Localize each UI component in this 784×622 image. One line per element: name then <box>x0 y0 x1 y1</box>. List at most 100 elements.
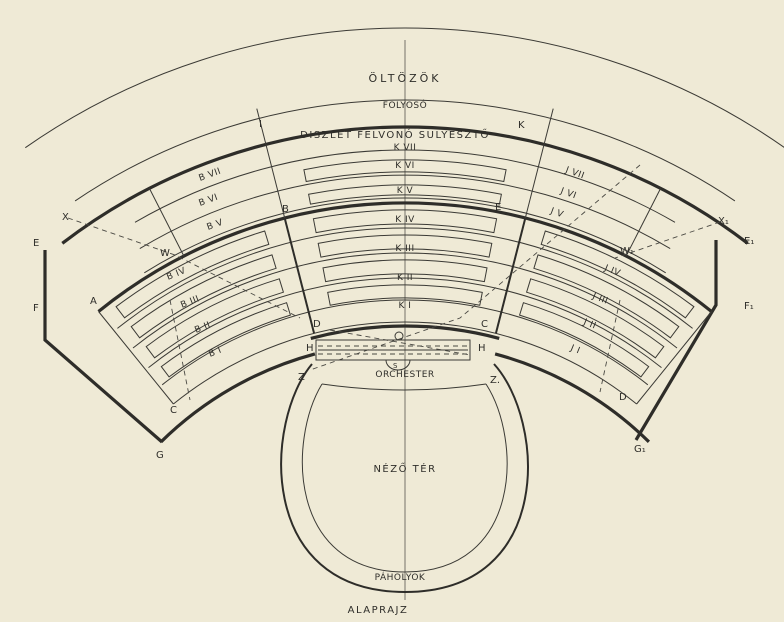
stage-box <box>322 259 488 283</box>
prompter-box <box>385 359 411 371</box>
point-label: I <box>259 119 262 130</box>
point-label: W <box>160 248 170 259</box>
side-box <box>145 278 285 359</box>
outer-wall-right <box>634 240 718 441</box>
proscenium-arc <box>310 324 500 340</box>
point-label: A <box>90 296 97 307</box>
prompter-circle <box>394 331 404 341</box>
row-label: K I <box>399 301 412 311</box>
row-label: J II <box>581 317 598 331</box>
plan-geometry <box>25 27 784 600</box>
point-label: Z. <box>490 375 500 386</box>
point-label: G₁ <box>634 444 646 455</box>
row-label: B IV <box>165 266 187 283</box>
side-edge-left <box>98 311 174 405</box>
row-label: B VI <box>198 193 220 209</box>
stage-row-labels: K VII K VI K V K IV K III K II K I <box>394 143 417 311</box>
radial-line <box>625 188 662 257</box>
row-label: K III <box>395 244 414 254</box>
stage-box <box>312 209 498 234</box>
stage-front-arc <box>173 321 637 405</box>
point-label: E₁ <box>744 236 754 247</box>
point-label: E <box>495 202 501 213</box>
row-label: K VII <box>394 143 417 153</box>
side-wall-arc-left <box>159 352 316 443</box>
point-label: D <box>313 319 321 330</box>
orchestra-pit <box>315 339 471 361</box>
row-label: J VII <box>563 165 586 181</box>
row-label: B V <box>206 218 225 233</box>
row-label: J V <box>548 206 565 220</box>
point-labels: I K X X₁ E F E₁ F₁ G G₁ W W₁ B E D C H H… <box>33 119 754 461</box>
wall-e-c <box>494 217 527 334</box>
left-row-labels: B VII B VI B V B IV B III B II B I <box>165 167 225 360</box>
label-auditorium: NÉZŐ TÉR <box>373 461 436 475</box>
room-labels: ÖLTÖZÖK FOLYOSÓ DISZLET FELVONÓ SULYESZT… <box>300 72 490 616</box>
point-label: W₁ <box>620 246 634 257</box>
point-label: X <box>62 212 69 223</box>
construction-line <box>599 299 621 393</box>
label-orchestra: ORCHESTER <box>375 370 434 380</box>
point-label: C <box>481 319 488 330</box>
row-arc <box>139 174 671 250</box>
right-row-labels: J VII J VI J V J IV J III J II J I <box>548 165 622 356</box>
point-label: E <box>33 238 39 249</box>
construction-line <box>309 164 641 371</box>
row-label: B II <box>193 320 212 335</box>
row-label: K VI <box>395 161 415 171</box>
label-corridor: FOLYOSÓ <box>383 99 427 111</box>
stage-box <box>308 184 502 205</box>
wall-b-d <box>283 217 316 334</box>
side-box <box>160 302 292 378</box>
side-box <box>540 230 695 319</box>
side-box <box>130 254 277 339</box>
auditorium-inner-wall <box>301 383 508 573</box>
row-label: B III <box>179 294 201 311</box>
stage-box <box>303 159 507 183</box>
row-arc <box>161 299 649 386</box>
label-boxes: PÁHOLYOK <box>375 571 426 583</box>
point-label: F <box>33 303 39 314</box>
row-label: B VII <box>198 167 223 184</box>
point-label: D <box>619 392 627 403</box>
point-label: H <box>306 343 314 354</box>
side-box <box>533 254 680 339</box>
side-edge-right <box>636 311 712 405</box>
side-box <box>518 302 650 378</box>
point-label: X₁ <box>718 216 729 227</box>
orchestra-front <box>321 383 487 391</box>
stage-box <box>327 284 483 306</box>
outer-wall-left <box>43 250 164 444</box>
point-label: G <box>156 450 164 461</box>
row-label: J I <box>568 343 582 356</box>
radial-line <box>148 188 185 257</box>
outer-wall-arc <box>25 27 784 149</box>
row-arc <box>144 197 666 274</box>
label-scenery: DISZLET FELVONÓ SULYESZTŐ <box>300 127 490 141</box>
point-label: H <box>478 343 486 354</box>
construction-line <box>67 217 301 319</box>
row-label: K IV <box>395 215 415 225</box>
point-label: F₁ <box>744 301 754 312</box>
point-label: B <box>282 204 289 215</box>
row-arc <box>117 227 693 329</box>
stage-back-wall <box>61 125 749 245</box>
row-arc <box>134 149 676 223</box>
point-label: C <box>170 405 177 416</box>
row-label: K V <box>397 186 414 196</box>
auditorium-outer-wall <box>280 363 529 594</box>
corridor-arc <box>74 99 736 202</box>
side-box <box>115 230 270 319</box>
point-label: S <box>393 362 398 370</box>
side-wall-arc-right <box>494 352 651 443</box>
point-label: K <box>518 120 525 131</box>
label-title: ALAPRAJZ <box>348 605 409 616</box>
point-label: Z <box>298 372 305 383</box>
row-label: J III <box>590 291 609 307</box>
stage-box <box>317 234 493 258</box>
construction-line <box>614 221 721 259</box>
row-arc <box>148 277 662 368</box>
side-box <box>525 278 665 359</box>
label-dressing: ÖLTÖZÖK <box>368 72 441 85</box>
